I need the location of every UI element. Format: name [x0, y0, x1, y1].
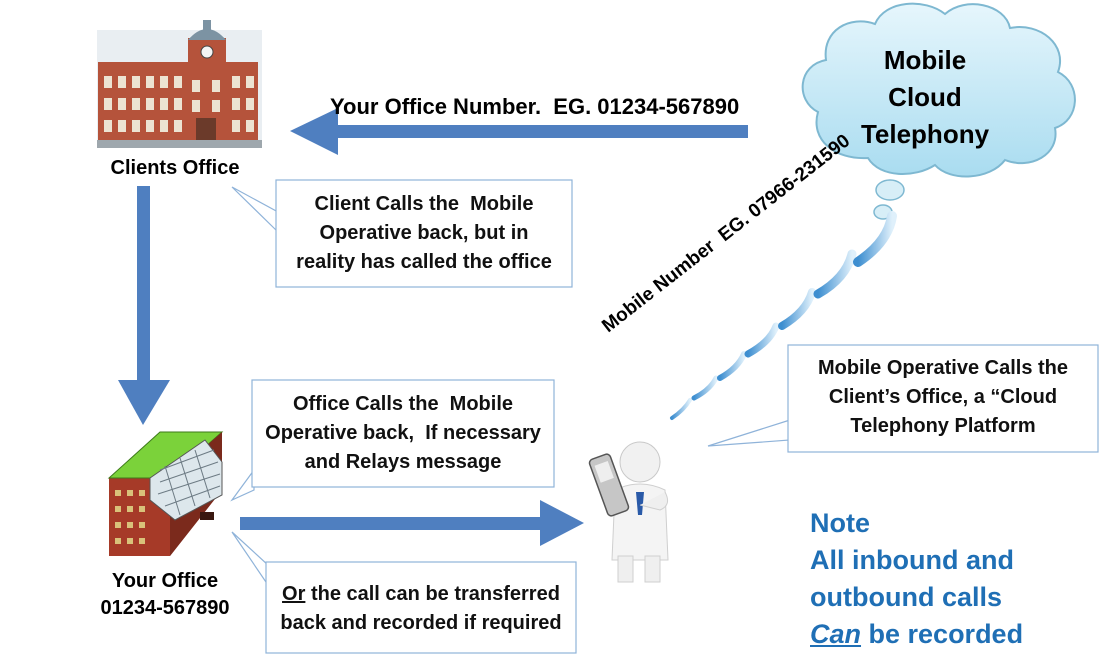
your-office-building	[107, 431, 224, 556]
cloud-shape	[801, 2, 1076, 220]
arrow-cloud-to-clients-office	[290, 108, 748, 155]
office-number-label: Your Office Number. EG. 01234-567890	[330, 94, 740, 119]
your-office-label-line1: Your Office	[111, 570, 219, 592]
callout-transfer-line2: back and recorded if required	[280, 612, 562, 634]
your-office-label: Your Office 01234-567890	[85, 568, 245, 622]
mobile-operative-figure	[588, 441, 669, 583]
callout-client-line1: Client Calls the Mobile	[314, 193, 534, 215]
arrow-office-to-mobile	[240, 500, 584, 546]
note-line3: Can be recorded	[810, 616, 1023, 653]
callout-mobile-line2: Client’s Office, a “Cloud	[828, 386, 1058, 408]
signal-waves	[670, 211, 897, 420]
callout-office-box	[230, 379, 555, 502]
callout-transfer-line1: Or the call can be transferred	[268, 580, 574, 609]
clients-office-building	[97, 20, 262, 148]
callout-office-line3: and Relays message	[304, 451, 502, 473]
arrow-clients-to-your-office	[118, 186, 170, 425]
note-can: Can	[810, 619, 862, 649]
callout-transfer-line1-rest: the call can be transferred	[305, 583, 560, 605]
callout-office-text: Office Calls the Mobile Operative back, …	[254, 390, 552, 477]
callout-office-line1: Office Calls the Mobile	[292, 393, 514, 415]
note-title: Note	[810, 508, 870, 538]
callout-mobile-line3: Telephony Platform	[850, 415, 1036, 437]
callout-transfer-box	[231, 531, 577, 654]
note-block: Note All inbound and outbound calls Can …	[810, 505, 1023, 653]
clients-office-label: Clients Office	[110, 157, 240, 179]
cloud-label-line1: Mobile	[883, 45, 967, 75]
callout-client-box	[231, 179, 573, 288]
callout-client-text: Client Calls the Mobile Operative back, …	[278, 190, 570, 277]
note-line1: All inbound and	[810, 545, 1014, 575]
cloud-label-line2: Cloud	[888, 82, 962, 112]
callout-mobile-text: Mobile Operative Calls the Client’s Offi…	[790, 354, 1096, 441]
callout-transfer-or: Or	[282, 583, 306, 605]
note-line3-rest: be recorded	[861, 619, 1024, 649]
your-office-number: 01234-567890	[100, 597, 230, 619]
note-line2: outbound calls	[810, 582, 1002, 612]
callout-office-line2: Operative back, If necessary	[265, 422, 541, 444]
callout-transfer-text: Or the call can be transferred back and …	[268, 580, 574, 638]
callout-mobile-box	[707, 344, 1099, 453]
callout-client-line2: Operative back, but in	[319, 222, 529, 244]
cloud-label: Mobile Cloud Telephony	[840, 42, 1010, 153]
callout-client-line3: reality has called the office	[296, 251, 552, 273]
cloud-label-line3: Telephony	[860, 119, 990, 149]
callout-mobile-line1: Mobile Operative Calls the	[817, 357, 1069, 379]
